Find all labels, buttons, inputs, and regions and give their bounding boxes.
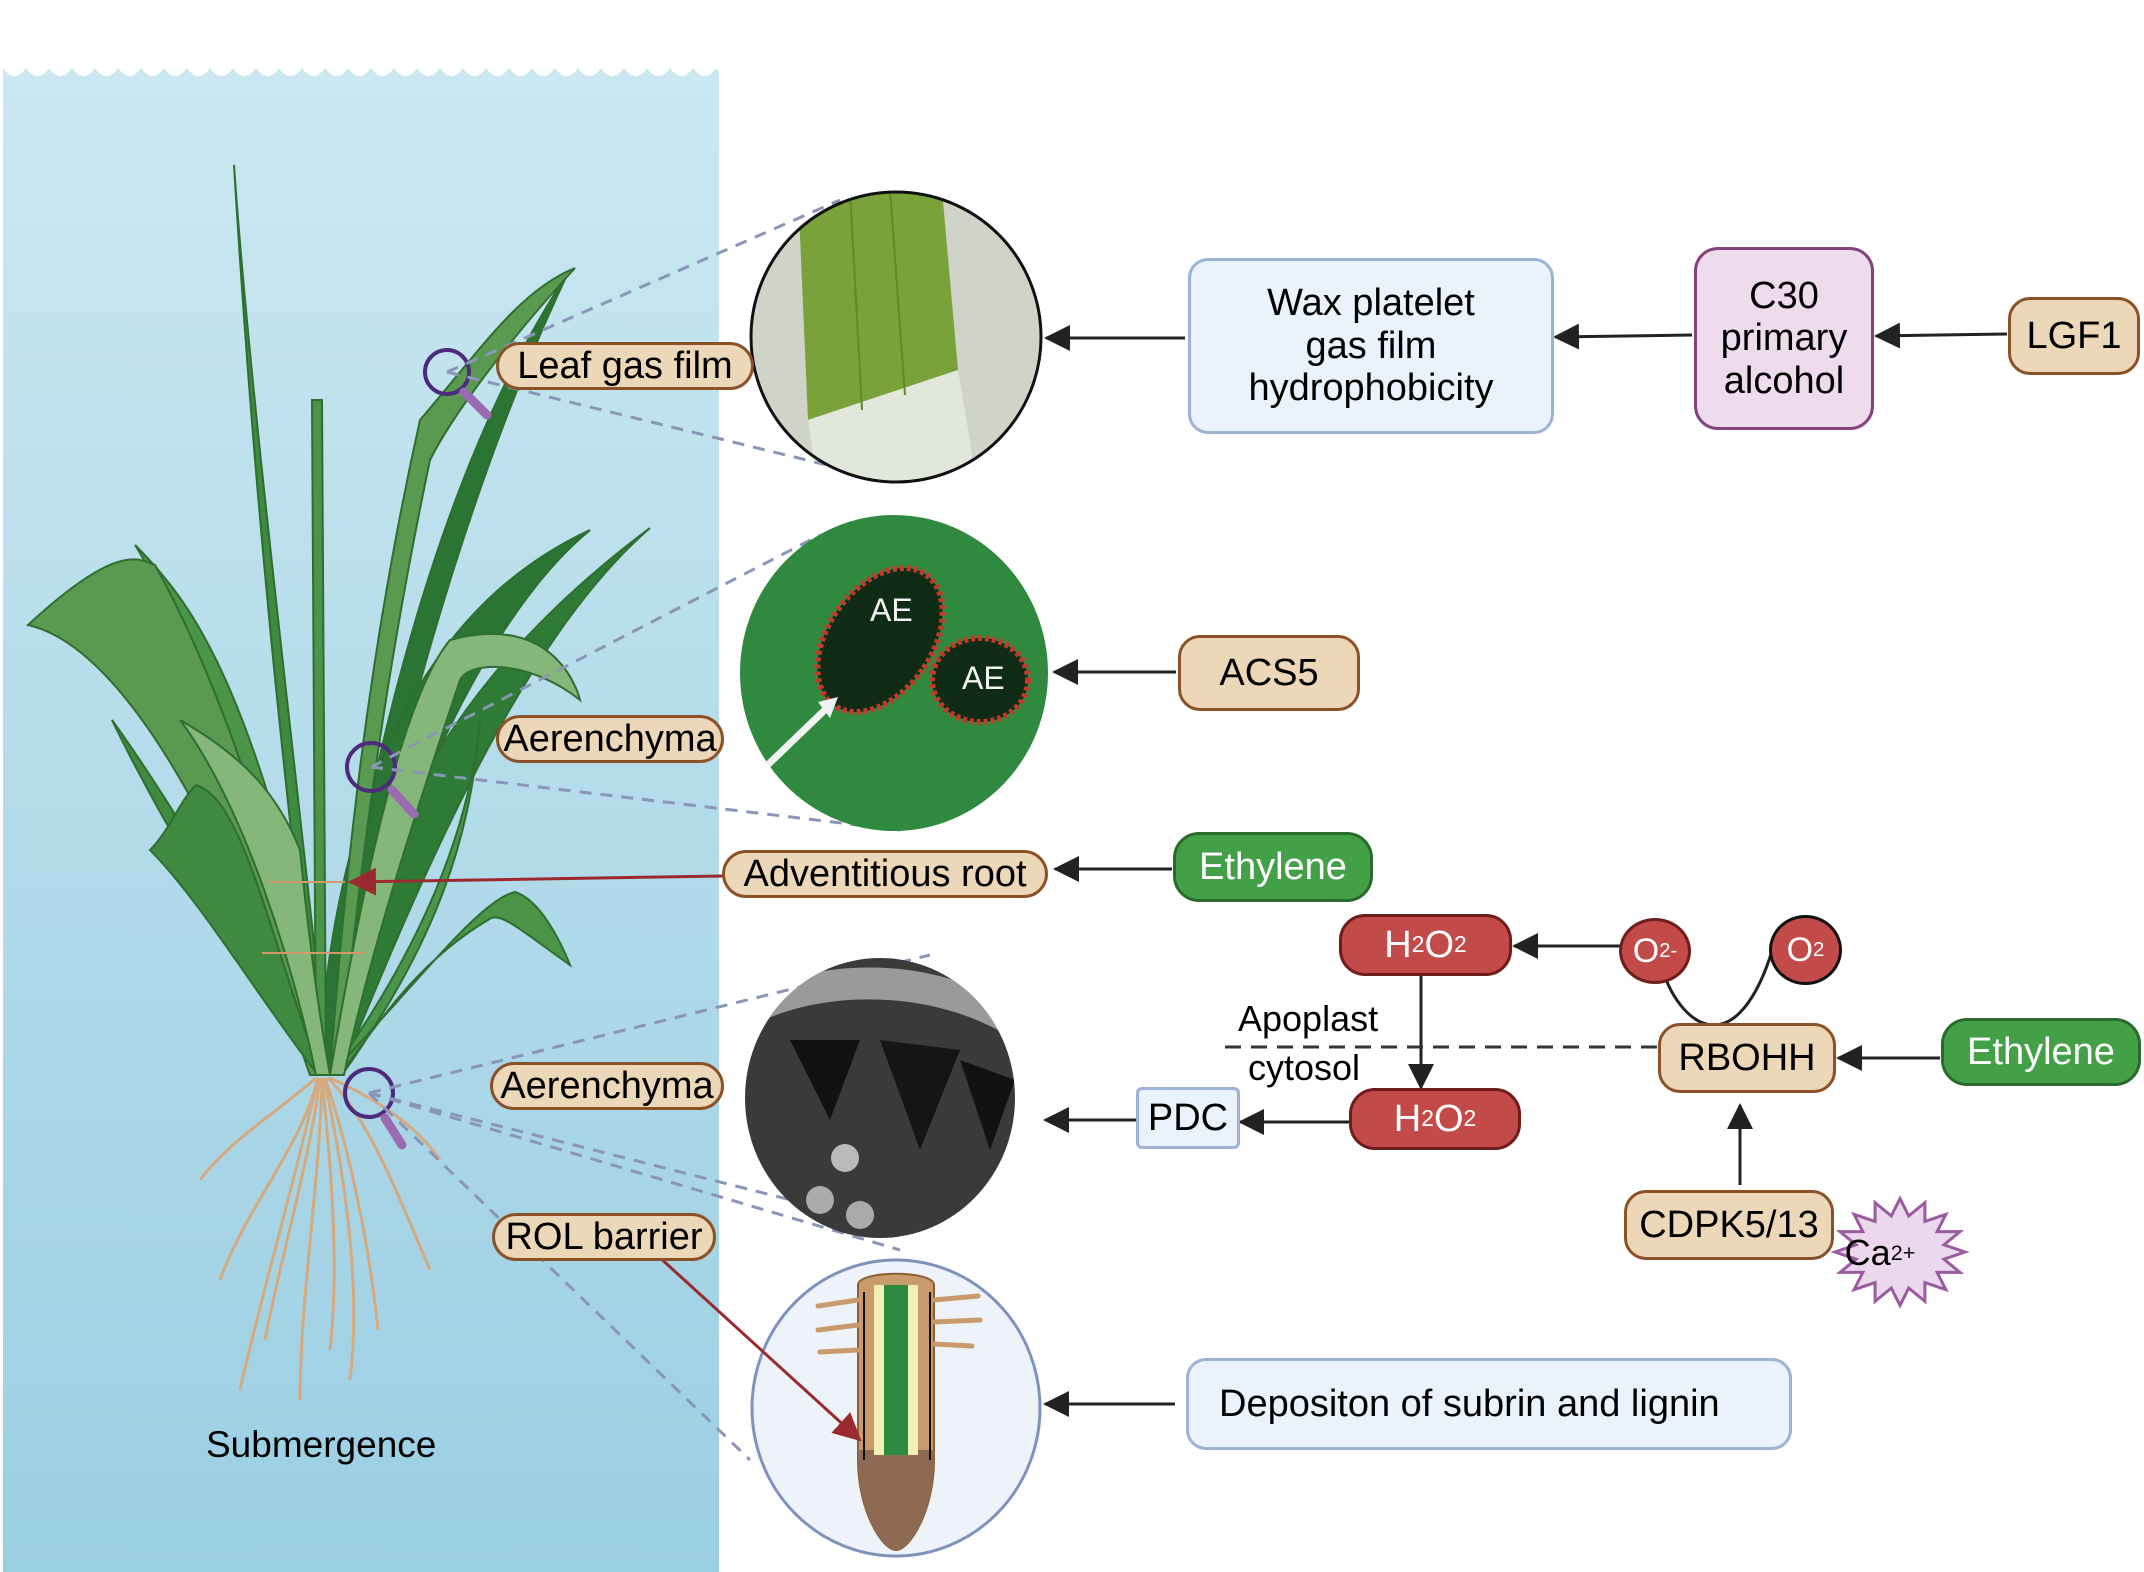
- superscript: 2+: [1890, 1239, 1916, 1265]
- h-symbol: H: [1384, 923, 1412, 966]
- o-symbol: O: [1433, 1097, 1464, 1140]
- box-lgf1: LGF1: [2008, 297, 2140, 375]
- magnifier-icon-root: [343, 1067, 407, 1150]
- magnifier-icon-shoot: [345, 741, 419, 819]
- pathway-arrows: [1043, 322, 2008, 1417]
- calcium-burst: [1830, 1195, 1970, 1309]
- label-aerenchyma-root: Aerenchyma: [490, 1062, 724, 1110]
- magnifier-icon-leaf: [423, 348, 492, 420]
- c30-line-1: C30: [1749, 274, 1819, 317]
- box-pdc: PDC: [1136, 1087, 1240, 1149]
- wax-line-3: hydrophobicity: [1248, 367, 1494, 410]
- box-ethylene-adventitious: Ethylene: [1173, 832, 1373, 902]
- subscript: 2: [1463, 1105, 1477, 1132]
- c30-line-3: alcohol: [1723, 359, 1845, 402]
- wax-line-2: gas film: [1305, 324, 1437, 367]
- leaf-gas-film-micrograph: [749, 190, 1043, 484]
- box-suberin-lignin: Depositon of subrin and lignin: [1186, 1358, 1792, 1450]
- submergence-label: Submergence: [206, 1424, 437, 1465]
- label-aerenchyma-shoot: Aerenchyma: [496, 715, 724, 763]
- ae-label: AE: [962, 660, 1005, 696]
- stem-nodes: [262, 881, 365, 954]
- rice-plant: [25, 164, 651, 1076]
- subscript: 2: [1659, 939, 1671, 962]
- box-cdpk: CDPK5/13: [1624, 1190, 1834, 1260]
- root-system: [198, 1076, 442, 1401]
- box-ethylene-rbohh: Ethylene: [1941, 1018, 2141, 1086]
- ca-symbol: Ca: [1844, 1231, 1891, 1273]
- subscript: 2: [1421, 1105, 1434, 1132]
- box-c30-primary-alcohol: C30 primary alcohol: [1694, 247, 1874, 430]
- ae-label: AE: [870, 592, 913, 628]
- subscript: 2: [1813, 938, 1825, 961]
- subscript: 2: [1454, 931, 1467, 958]
- label-rol-barrier: ROL barrier: [492, 1213, 716, 1261]
- cytosol-label: cytosol: [1248, 1047, 1361, 1088]
- o-symbol: O: [1632, 931, 1660, 970]
- box-acs5: ACS5: [1178, 635, 1360, 711]
- aerenchyma-sem-micrograph: [745, 958, 1015, 1238]
- label-adventitious-root: Adventitious root: [722, 850, 1048, 898]
- label-leaf-gas-film: Leaf gas film: [496, 342, 754, 390]
- apoplast-label: Apoplast: [1238, 998, 1379, 1039]
- wax-line-1: Wax platelet: [1267, 282, 1475, 325]
- red-arrows: [348, 867, 862, 1442]
- superscript: -: [1670, 939, 1678, 962]
- box-wax-platelet: Wax platelet gas film hydrophobicity: [1188, 258, 1554, 434]
- aerenchyma-fluorescence-micrograph: [740, 515, 1048, 831]
- root-section-diagram: [750, 1258, 1042, 1558]
- c30-line-2: primary: [1720, 317, 1848, 360]
- box-rbohh: RBOHH: [1658, 1023, 1836, 1093]
- o-symbol: O: [1786, 930, 1814, 969]
- o-symbol: O: [1424, 923, 1454, 966]
- subscript: 2: [1411, 931, 1425, 958]
- h-symbol: H: [1393, 1097, 1422, 1140]
